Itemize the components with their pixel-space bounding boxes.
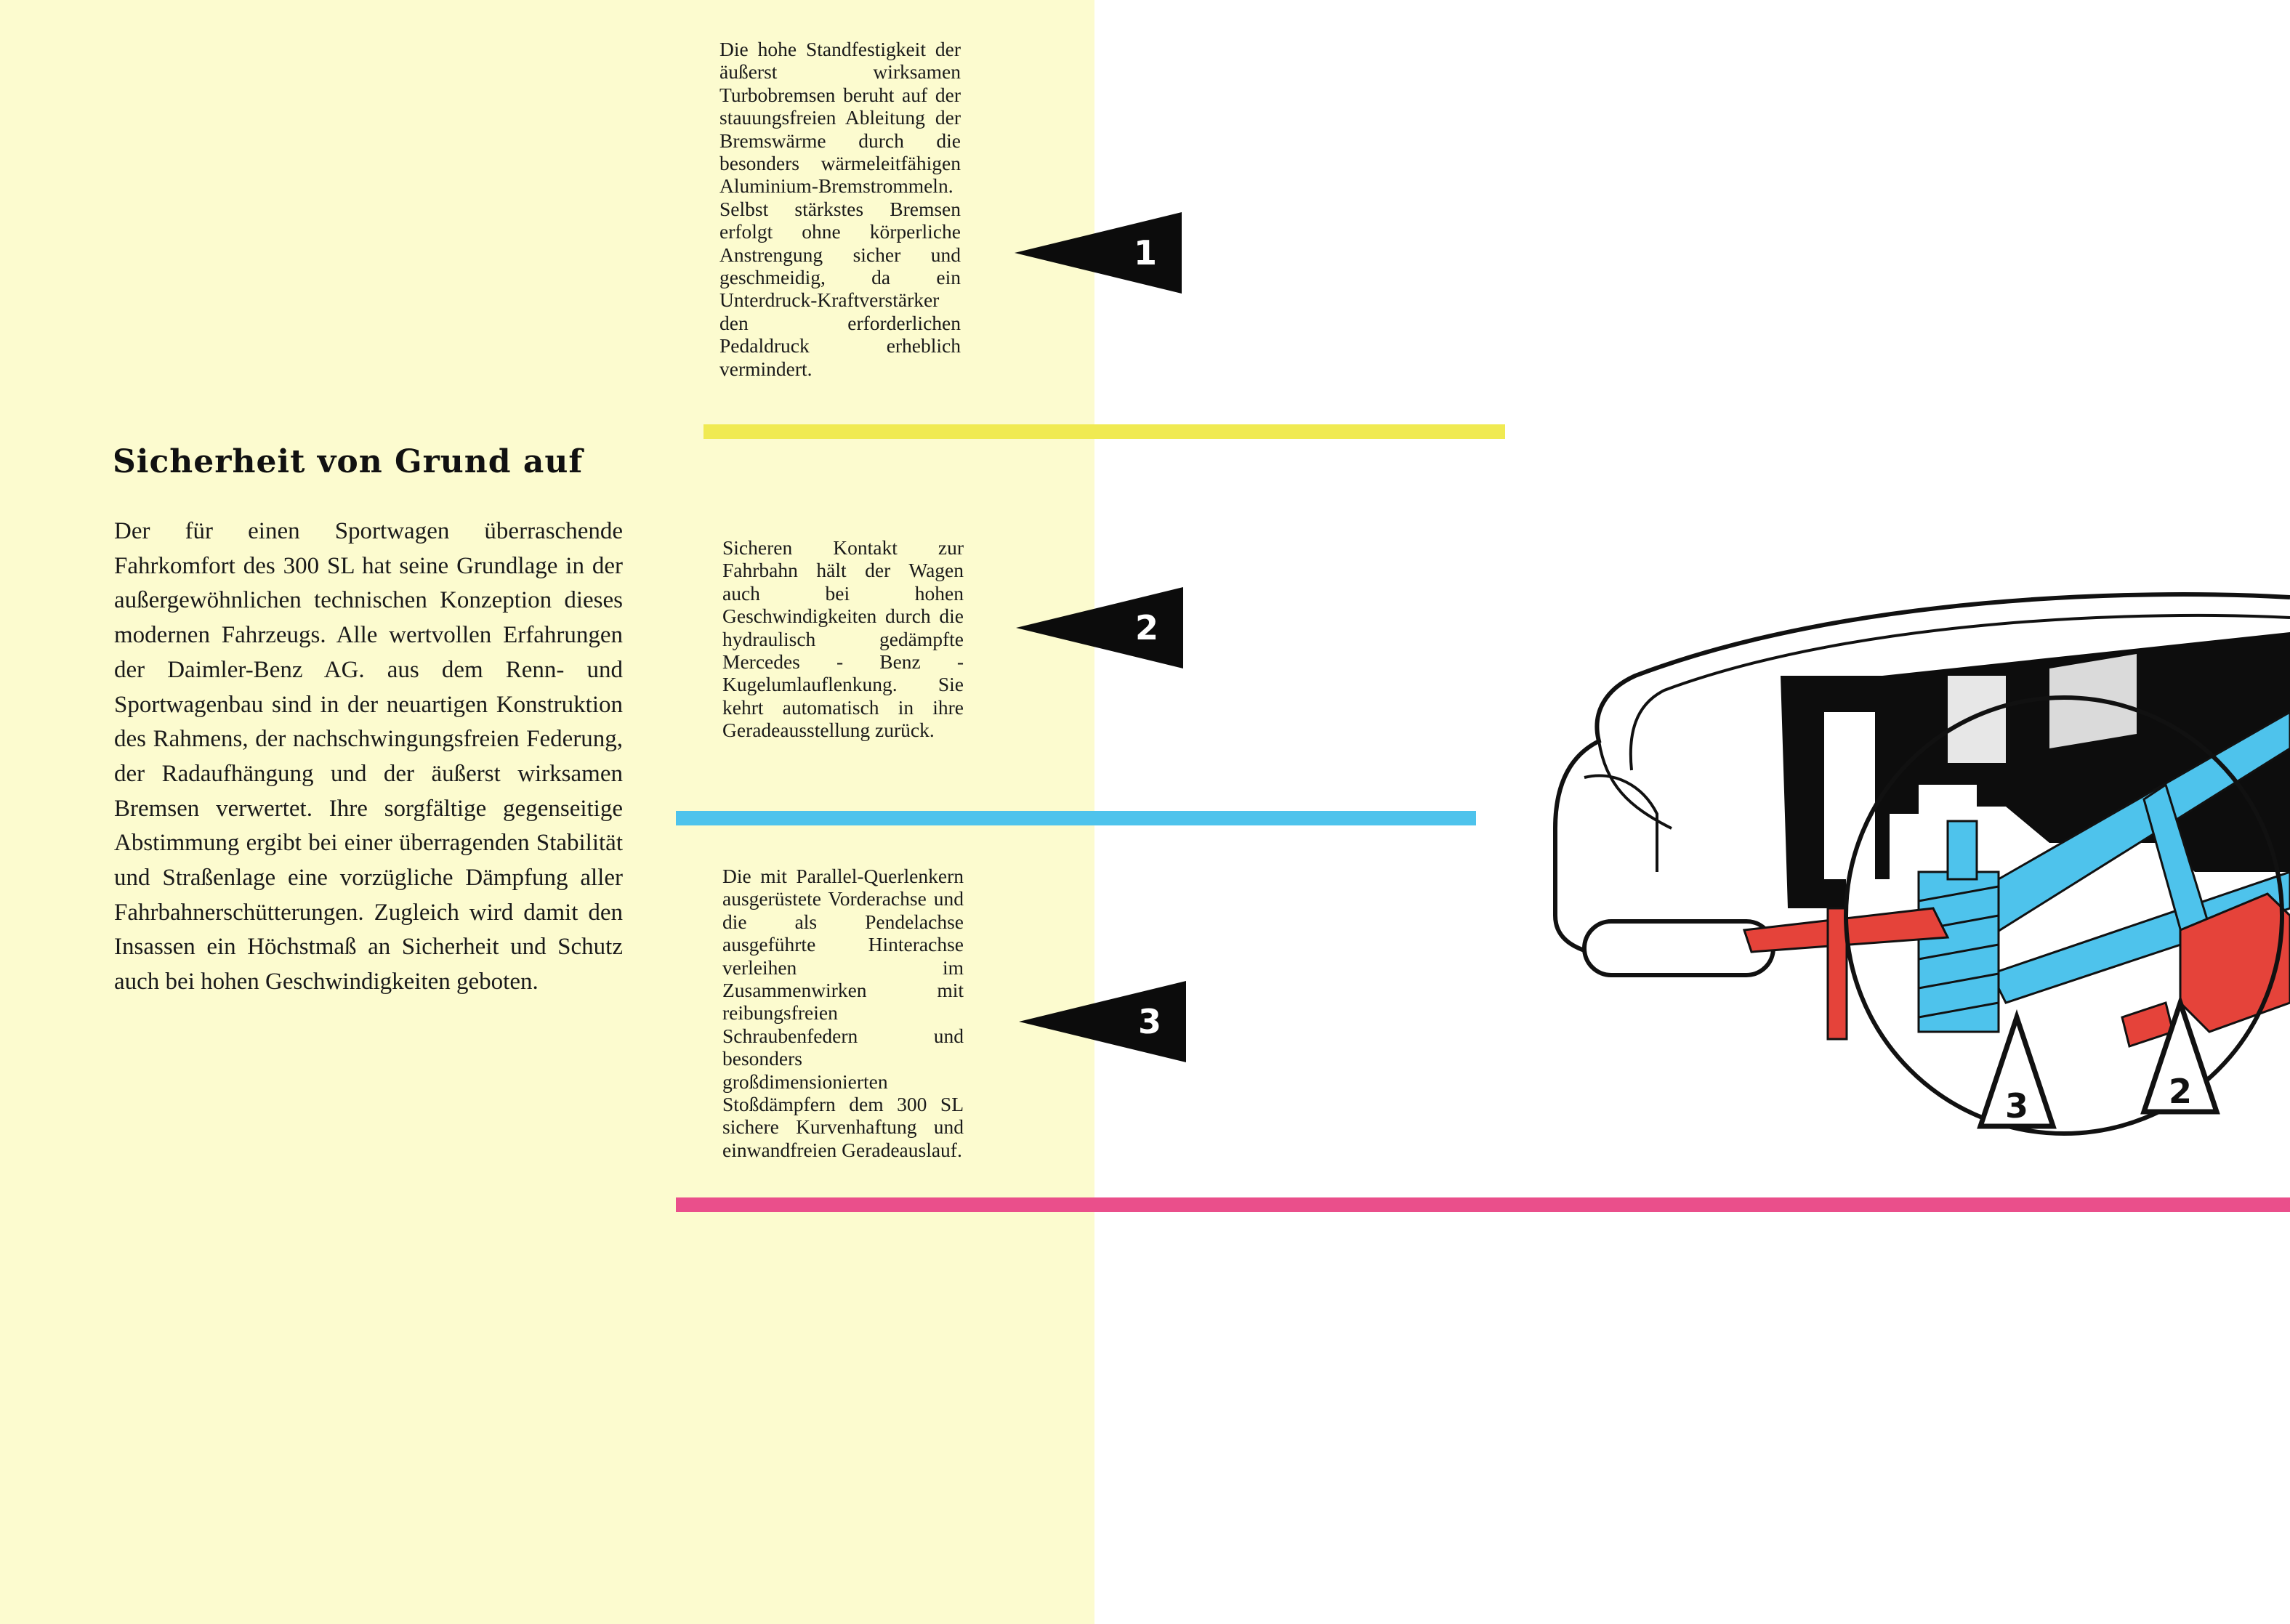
section-3-number: 3 (1137, 1002, 1161, 1041)
section-3-text: Die mit Parallel-Querlenkern ausgerüstet… (722, 865, 964, 1161)
car-chassis-cutaway-illustration: 3 2 (1553, 592, 2290, 1136)
section-1-number: 1 (1133, 233, 1157, 272)
section-2-number: 2 (1134, 608, 1158, 647)
intro-paragraph: Der für einen Sportwagen überraschende F… (114, 518, 623, 995)
blue-divider (676, 811, 1476, 825)
pink-divider (676, 1197, 2290, 1212)
section-2-marker: 2 (1016, 587, 1183, 668)
section-2-text: Sicheren Kontakt zur Fahrbahn hält der W… (722, 536, 964, 742)
section-1-marker: 1 (1015, 212, 1182, 294)
section-1-text: Die hohe Standfestigkeit der äußerst wir… (719, 38, 961, 380)
yellow-divider (703, 424, 1505, 439)
callout-3-label: 3 (2005, 1086, 2028, 1126)
page-title: Sicherheit von Grund auf (113, 443, 584, 480)
section-3-marker: 3 (1019, 981, 1186, 1062)
callout-2-label: 2 (2169, 1072, 2192, 1111)
